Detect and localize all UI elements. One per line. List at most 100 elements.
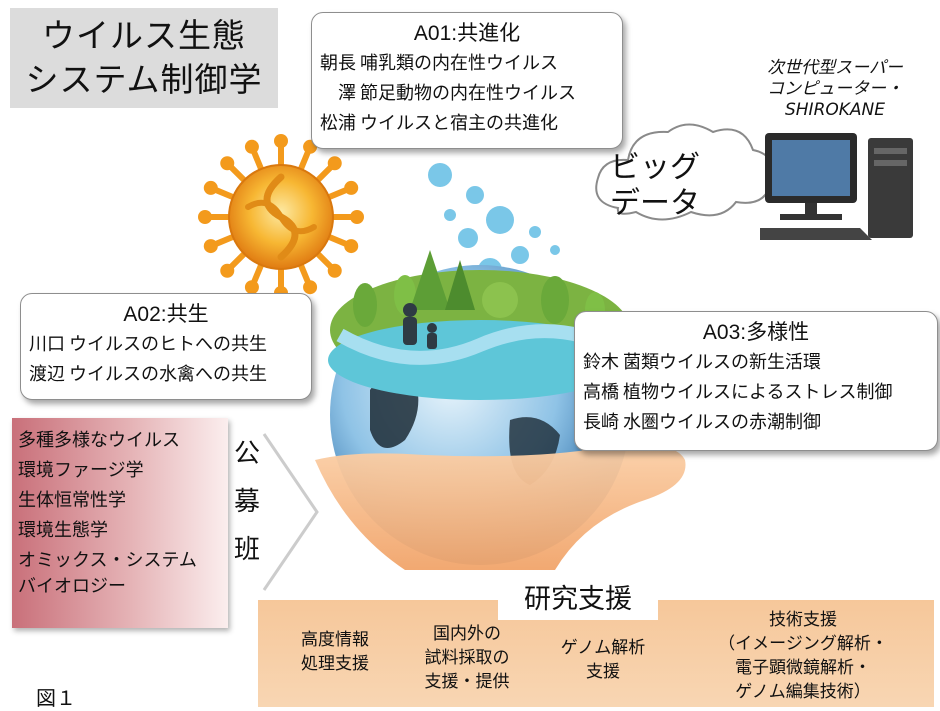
bigdata-cloud [595,123,774,221]
support-line: 支援 [586,662,620,682]
virus-spike-tip [350,210,364,224]
koubo-item: 生体恒常性学 [18,490,126,511]
a03-row: 鈴木菌類ウイルスの新生活環 [575,348,937,378]
research-topic: 節足動物の内在性ウイルス [360,83,576,104]
virus-spike-tip [327,263,342,278]
support-line: ゲノム解析 [560,638,646,658]
support-line: 国内外の [433,624,501,644]
support-line: 処理支援 [301,654,369,674]
a02-row: 渡辺ウイルスの水禽への共生 [21,360,311,390]
research-topic: ウイルスのヒトへの共生 [69,334,267,355]
koubo-topic-box: 多種多様なウイルス 環境ファージ学 生体恒常性学 環境生態学 オミックス・システ… [12,418,228,628]
virus-spike-tip [344,239,359,254]
support-item: ゲノム解析 支援 [538,636,668,684]
virus-spike [326,186,349,201]
support-item: 国内外の 試料採取の 支援・提供 [402,622,532,694]
support-item: 技術支援 （イメージング解析・ 電子顕微鏡解析・ ゲノム編集技術） [688,608,918,704]
a01-row: 朝長哺乳類の内在性ウイルス [312,49,622,79]
bigdata-label: ビッグ データ [610,150,730,222]
virus-spike-tip [220,263,235,278]
research-topic: 哺乳類の内在性ウイルス [360,53,558,74]
virus-spike-tip [203,180,218,195]
globe-hand-illustration [315,163,686,570]
a01-row: 松浦ウイルスと宿主の共進化 [312,109,622,139]
virus-spike-tip [244,139,259,154]
a02-row: 川口ウイルスのヒトへの共生 [21,330,311,360]
koubo-item: 環境生態学 [18,520,108,541]
research-topic: 植物ウイルスによるストレス制御 [623,382,893,403]
support-item: 高度情報 処理支援 [270,628,400,676]
virus-spike-tip [244,280,259,295]
a02-heading: A02:共生 [123,303,209,326]
virus-spike [297,149,312,172]
koubo-item: オミックス・システム [18,550,197,571]
support-line: 支援・提供 [424,672,510,692]
support-line: 試料採取の [424,648,510,668]
a03-row: 長崎水圏ウイルスの赤潮制御 [575,408,937,438]
virus-spike-tip [198,210,212,224]
member-name: 川口 [29,334,65,355]
a01-row: 澤節足動物の内在性ウイルス [312,79,622,109]
sc-line3: SHIROKANE [784,100,886,120]
support-line: 高度情報 [301,630,369,650]
support-line: 電子顕微鏡解析・ [735,658,871,678]
member-name: 松浦 [320,113,356,134]
virus-spikes [198,134,364,300]
virus-sun-illustration [198,134,364,300]
research-topic: ウイルスの水禽への共生 [69,364,267,385]
supercomputer-label: 次世代型スーパー コンピューター・ SHIROKANE [740,58,930,121]
virus-spike-tip [220,156,235,171]
bigdata-line1: ビッグ [610,150,700,185]
member-name: 長崎 [583,412,619,433]
people-silhouette [403,303,437,349]
virus-spike [250,262,265,285]
koubo-item: 多種多様なウイルス [18,430,180,451]
member-name: 鈴木 [583,352,619,373]
group-a03-box: A03:多様性 鈴木菌類ウイルスの新生活環 高橋植物ウイルスによるストレス制御 … [574,311,938,451]
sc-line1: 次世代型スーパー [767,58,903,78]
virus-spike [314,163,335,184]
figure-label: 図１ [36,686,76,710]
koubo-char: 募 [233,487,260,517]
member-name: 澤 [338,83,356,104]
group-a02-box: A02:共生 川口ウイルスのヒトへの共生 渡辺ウイルスの水禽への共生 [20,293,312,400]
research-topic: 水圏ウイルスの赤潮制御 [623,412,821,433]
virus-spike-tip [344,180,359,195]
research-topic: ウイルスと宿主の共進化 [360,113,558,134]
support-line: （イメージング解析・ [718,634,888,654]
data-bubbles [428,163,560,282]
title-line2: システム制御学 [25,60,263,99]
research-support-title: 研究支援 [498,580,658,620]
virus-spike [227,163,248,184]
title-line1: ウイルス生態 [42,16,246,55]
a03-heading: A03:多様性 [702,321,810,344]
koubo-char: 公 [233,439,260,469]
virus-spike-tip [303,280,318,295]
virus-spike [213,186,236,201]
support-line: ゲノム編集技術） [735,682,871,702]
trees [353,250,605,328]
member-name: 朝長 [320,53,356,74]
koubo-item: バイオロジー [18,576,126,597]
a01-heading: A01:共進化 [413,22,521,45]
hand [315,444,686,570]
computer-icon [760,133,913,240]
virus-spike-tip [203,239,218,254]
member-name: 高橋 [583,382,619,403]
bracket-arrow-icon [262,433,319,591]
virus-spike [250,149,265,172]
koubo-char: 班 [233,535,260,565]
support-line: 技術支援 [769,610,837,630]
research-topic: 菌類ウイルスの新生活環 [623,352,821,373]
koubo-label: 公 募 班 [232,430,262,574]
title-box: ウイルス生態 システム制御学 [10,8,278,108]
virus-spike [326,233,349,248]
member-name: 渡辺 [29,364,65,385]
virus-spike-tip [327,156,342,171]
virus-spike [213,233,236,248]
sc-line2: コンピューター・ [767,79,903,99]
virus-spike-tip [274,134,288,148]
bigdata-line2: データ [610,186,700,221]
a03-row: 高橋植物ウイルスによるストレス制御 [575,378,937,408]
virus-spike [314,250,335,271]
